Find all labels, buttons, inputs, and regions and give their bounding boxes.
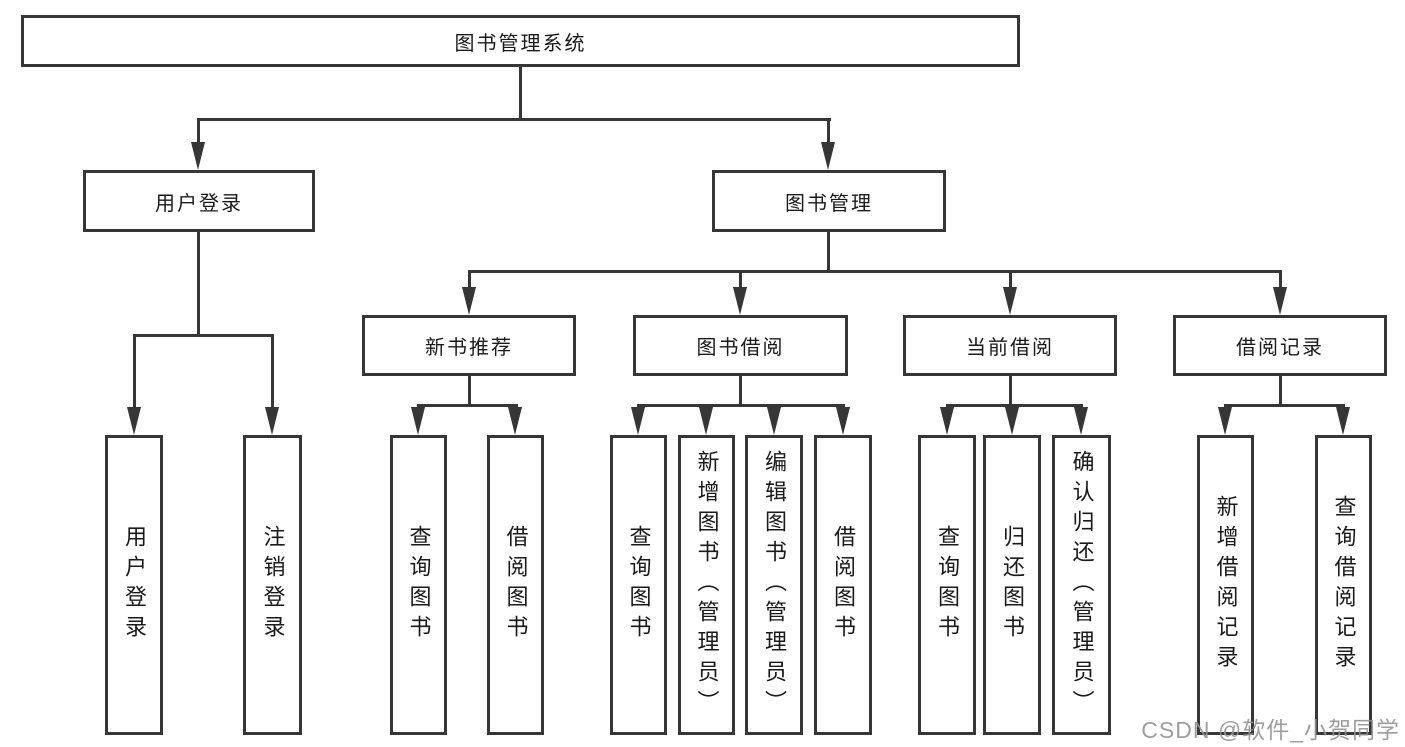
leaf-cb-return-books-label: 归还图书 [1000, 525, 1025, 645]
node-book-mgmt: 图书管理 [712, 170, 946, 232]
leaf-br-query-record: 查询借阅记录 [1315, 435, 1372, 735]
leaf-br-add-record: 新增借阅记录 [1197, 435, 1254, 735]
arrowhead-br-leaf2 [1336, 407, 1350, 435]
node-borrow-record-label: 借阅记录 [1236, 337, 1324, 359]
leaf-br-add-record-label: 新增借阅记录 [1213, 495, 1239, 675]
node-root-system: 图书管理系统 [21, 15, 1020, 67]
node-book-borrow: 图书借阅 [633, 315, 848, 376]
leaf-bb-borrow-books: 借阅图书 [814, 435, 872, 735]
connector-stem-book-borrow [739, 270, 742, 290]
leaf-cb-confirm-return-admin-label: 确认归还（管理员） [1069, 450, 1095, 720]
arrowhead-nb-leaf2 [508, 407, 522, 435]
csdn-watermark: CSDN @软件_小贺同学 [1141, 717, 1400, 743]
node-new-book-rec-label: 新书推荐 [425, 337, 513, 359]
leaf-bb-edit-books-admin: 编辑图书（管理员） [745, 435, 803, 735]
leaf-user-login: 用户登录 [105, 435, 163, 735]
arrowhead-cb-leaf3 [1074, 407, 1088, 435]
node-borrow-record: 借阅记录 [1173, 315, 1387, 376]
arrowhead-login-leaf1 [127, 407, 141, 435]
connector-rail-borrow-record [1224, 404, 1345, 407]
leaf-cb-query-books: 查询图书 [918, 435, 976, 735]
connector-stem-user-login [197, 118, 200, 146]
leaf-nb-borrow-books-label: 借阅图书 [503, 525, 529, 645]
connector-rail-user-login [133, 334, 274, 337]
node-current-borrow: 当前借阅 [903, 315, 1117, 376]
node-user-login-label: 用户登录 [155, 192, 243, 215]
node-user-login: 用户登录 [83, 170, 315, 232]
connector-rail-current-borrow [946, 404, 1083, 407]
connector-stem-login-leaf2 [271, 334, 274, 408]
arrowhead-user-login [191, 142, 205, 170]
leaf-nb-borrow-books: 借阅图书 [487, 435, 544, 735]
leaf-bb-edit-books-admin-label: 编辑图书（管理员） [762, 450, 787, 720]
connector-stem-login-leaf1 [133, 334, 136, 408]
node-current-borrow-label: 当前借阅 [966, 337, 1054, 359]
arrowhead-book-borrow [733, 287, 747, 315]
leaf-logout-label: 注销登录 [260, 525, 286, 645]
node-root-label: 图书管理系统 [454, 32, 587, 55]
arrowhead-bb-leaf3 [767, 407, 781, 435]
leaf-bb-query-books-label: 查询图书 [626, 525, 652, 645]
leaf-logout: 注销登录 [243, 435, 302, 735]
arrowhead-br-leaf1 [1218, 407, 1232, 435]
leaf-cb-return-books: 归还图书 [983, 435, 1041, 735]
arrowhead-bb-leaf4 [836, 407, 850, 435]
connector-root-stub [519, 66, 522, 120]
leaf-bb-query-books: 查询图书 [610, 435, 667, 735]
arrowhead-cb-leaf1 [940, 407, 954, 435]
leaf-br-query-record-label: 查询借阅记录 [1331, 495, 1357, 675]
leaf-bb-add-books-admin-label: 新增图书（管理员） [694, 450, 720, 720]
arrowhead-borrow-record [1273, 287, 1287, 315]
connector-borrow-record-stub [1279, 376, 1282, 407]
node-book-mgmt-label: 图书管理 [785, 192, 873, 215]
connector-book-borrow-stub [739, 376, 742, 407]
leaf-user-login-label: 用户登录 [122, 525, 147, 645]
arrowhead-bb-leaf2 [699, 407, 713, 435]
arrowhead-book-mgmt [821, 142, 835, 170]
connector-new-book-stub [468, 376, 471, 407]
arrowhead-new-book [462, 287, 476, 315]
arrowhead-nb-leaf1 [411, 407, 425, 435]
connector-user-login-stub [197, 232, 200, 337]
connector-rail-level3 [468, 270, 1282, 273]
arrowhead-current-borrow [1003, 287, 1017, 315]
arrowhead-cb-leaf2 [1005, 407, 1019, 435]
leaf-cb-query-books-label: 查询图书 [935, 525, 960, 645]
leaf-nb-query-books: 查询图书 [390, 435, 447, 735]
connector-rail-book-borrow [637, 404, 845, 407]
arrowhead-login-leaf2 [265, 407, 279, 435]
node-new-book-rec: 新书推荐 [362, 315, 576, 376]
connector-stem-current-borrow [1009, 270, 1012, 290]
leaf-cb-confirm-return-admin: 确认归还（管理员） [1052, 435, 1111, 735]
arrowhead-bb-leaf1 [631, 407, 645, 435]
connector-book-mgmt-stub [827, 232, 830, 273]
connector-rail-new-book [417, 404, 518, 407]
connector-stem-borrow-record [1279, 270, 1282, 290]
leaf-bb-add-books-admin: 新增图书（管理员） [678, 435, 735, 735]
connector-rail-level2 [197, 118, 831, 121]
leaf-bb-borrow-books-label: 借阅图书 [831, 525, 856, 645]
connector-current-borrow-stub [1009, 376, 1012, 407]
connector-stem-book-mgmt [827, 118, 830, 146]
leaf-nb-query-books-label: 查询图书 [406, 525, 432, 645]
node-book-borrow-label: 图书借阅 [696, 337, 785, 359]
connector-stem-new-book [468, 270, 471, 290]
